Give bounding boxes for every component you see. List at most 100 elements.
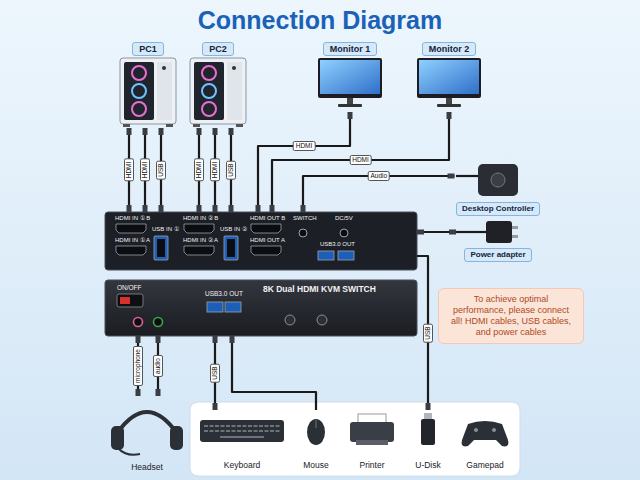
port-label: DC/5V [335, 215, 353, 222]
pc-tower [120, 58, 176, 127]
usb-port [224, 236, 238, 260]
cable-plug [213, 205, 218, 212]
hdmi-port [184, 246, 214, 255]
headset-cup [170, 426, 183, 450]
monitor-icon [417, 58, 481, 107]
cable-label: HDMI [194, 159, 204, 182]
keyboard-keys [204, 430, 280, 432]
kvm-back-panel: HDMI IN ① BHDMI IN ① AUSB IN ①HDMI IN ② … [105, 212, 417, 270]
monitor-node: Monitor 2 [405, 42, 493, 112]
usb-port [225, 302, 241, 312]
cable-label: Audio [367, 171, 390, 181]
headset-band [118, 412, 176, 432]
controller-body [478, 164, 518, 196]
cable-connector [232, 336, 316, 410]
cable-plug [197, 205, 202, 212]
port-label: USB3.0 OUT [320, 241, 355, 248]
printer-body [350, 422, 394, 442]
headset-node: Headset [108, 396, 186, 472]
mic-jack [134, 318, 143, 327]
keyboard-space [220, 436, 264, 438]
gamepad-node: Gamepad [456, 410, 514, 470]
port-label: HDMI OUT A [250, 237, 285, 244]
cable-plug [127, 128, 132, 135]
cable-label: HDMI [349, 155, 372, 165]
mouse-node: Mouse [292, 410, 340, 470]
note-text: To achieve optimal performance, please c… [439, 289, 583, 343]
keyboard-node: Keyboard [196, 410, 288, 470]
hdmi-port [251, 246, 281, 255]
mouse-wheel [316, 420, 317, 428]
cable-plug [348, 112, 353, 119]
headset-mic [118, 448, 140, 455]
panel-label: 8K Dual HDMI KVM SWITCH [263, 286, 376, 293]
port-label: HDMI IN ② A [183, 237, 218, 244]
cable-label: microphone [133, 346, 143, 386]
udisk-plug [424, 413, 432, 420]
device-label: U-Disk [415, 460, 441, 470]
cable-plug [197, 128, 202, 135]
power-switch [117, 294, 143, 307]
cable-plug [136, 336, 141, 343]
pc-node: PC1 [114, 42, 182, 128]
cable-label: HDMI [124, 159, 134, 182]
adapter-body [486, 221, 512, 243]
monitor-node: Monitor 1 [312, 42, 388, 112]
udisk-node: U-Disk [404, 410, 452, 470]
port-label: HDMI OUT B [250, 215, 285, 222]
headset-cup [111, 426, 124, 450]
cable-plug [213, 403, 218, 410]
cable-plug [156, 336, 161, 343]
switch-jack [299, 229, 307, 237]
cable-plug [156, 389, 161, 396]
cable-connector [272, 112, 449, 212]
mouse-icon [307, 419, 325, 445]
device-label: Mouse [303, 460, 329, 470]
cable-label: audio [153, 355, 163, 377]
device-panel [190, 402, 520, 476]
device-label: Gamepad [466, 460, 503, 470]
cable-plug [448, 174, 455, 179]
hdmi-port [251, 224, 281, 233]
note-box: To achieve optimal performance, please c… [438, 288, 584, 344]
cable-plug [136, 389, 141, 396]
cable-plug [447, 112, 452, 119]
kvm-front-panel: ON/OFF8K Dual HDMI KVM SWITCHUSB3.0 OUT [105, 280, 417, 336]
cable-plug [143, 128, 148, 135]
cable-plug [449, 230, 456, 235]
select-button [317, 315, 327, 325]
cable-plug [143, 205, 148, 212]
cable-label: USB [423, 323, 433, 342]
usb-port [154, 236, 168, 260]
pc-node: PC2 [184, 42, 252, 128]
adapter-prong [512, 226, 518, 229]
cable-plug [159, 128, 164, 135]
port-label: HDMI IN ② B [183, 215, 218, 222]
adapter-prong [512, 235, 518, 238]
port-label: USB IN ① [152, 226, 179, 233]
dc-jack [340, 229, 348, 237]
printer-tray [356, 440, 388, 445]
cable-plug [159, 205, 164, 212]
hdmi-port [116, 246, 146, 255]
usb-port [207, 302, 223, 312]
power-switch-rocker [120, 297, 130, 304]
hdmi-port [116, 224, 146, 233]
gamepad-button [492, 428, 496, 432]
cable-plug [229, 205, 234, 212]
cable-plug [213, 128, 218, 135]
cable-label: USB [210, 363, 220, 382]
panel-label: USB3.0 OUT [205, 290, 243, 297]
cable-plug [213, 336, 218, 343]
cable-connector [417, 231, 456, 233]
gamepad-button [474, 428, 478, 432]
cable-label: HDMI [140, 159, 150, 182]
device-label: Power adapter [464, 248, 531, 262]
monitor-label: Monitor 1 [323, 42, 378, 56]
port-label: SWITCH [293, 215, 317, 222]
cable-plug [270, 205, 275, 212]
cable-plug [426, 403, 431, 410]
cable-label: USB [156, 160, 166, 179]
cable-connector [303, 176, 455, 212]
